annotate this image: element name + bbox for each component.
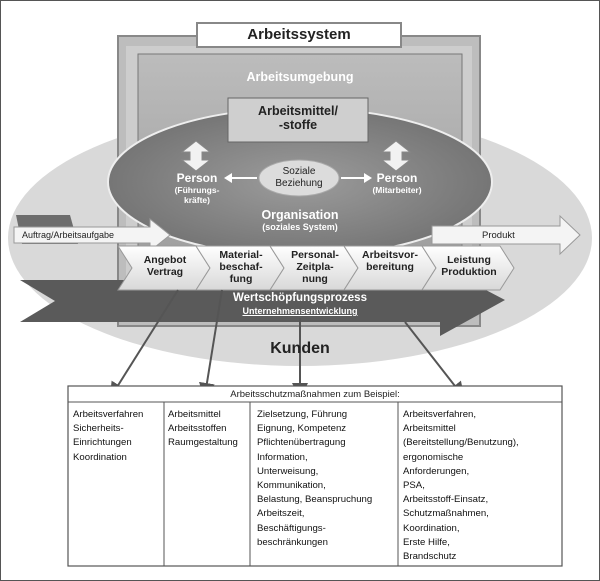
kunden-label: Kunden — [270, 340, 330, 357]
soziale-ellipse — [258, 159, 340, 197]
title-label: Arbeitssystem — [247, 26, 351, 43]
step-label: Arbeitsvor-bereitung — [361, 249, 418, 273]
output-label: Produkt — [482, 230, 515, 241]
measures-table — [67, 385, 563, 567]
step-label: Personal-Zeitpla-nung — [291, 249, 339, 285]
double-arrow-right — [380, 140, 412, 172]
organisation-label: Organisation (soziales System) — [261, 208, 339, 232]
connector-line — [109, 289, 179, 399]
double-arrow-left — [180, 140, 212, 172]
measures-title: Arbeitsschutzmaßnahmen zum Beispiel: — [230, 389, 400, 400]
measures-column: Arbeitsverfahren,Arbeitsmittel(Bereitste… — [403, 409, 519, 563]
umgebung-label: Arbeitsumgebung — [246, 70, 354, 84]
title-box — [196, 22, 402, 48]
arbeitsmittel-box — [227, 97, 369, 143]
chevron-step — [421, 245, 515, 291]
person-left: Person (Führungs- kräfte) — [174, 171, 220, 206]
input-arrow — [13, 217, 171, 253]
connector-line — [199, 289, 223, 399]
output-arrow — [431, 214, 581, 256]
wertschoepfung-label: Wertschöpfungsprozess — [233, 292, 367, 304]
unternehmen-label: Unternehmensentwicklung — [242, 306, 358, 316]
connector-line — [404, 321, 465, 399]
step-label: Material-beschaf-fung — [219, 249, 263, 285]
input-label: Auftrag/Arbeitsaufgabe — [22, 230, 115, 240]
person-right: Person (Mitarbeiter) — [372, 171, 422, 196]
arbeitsmittel-label: Arbeitsmittel/-stoffe — [258, 104, 338, 132]
